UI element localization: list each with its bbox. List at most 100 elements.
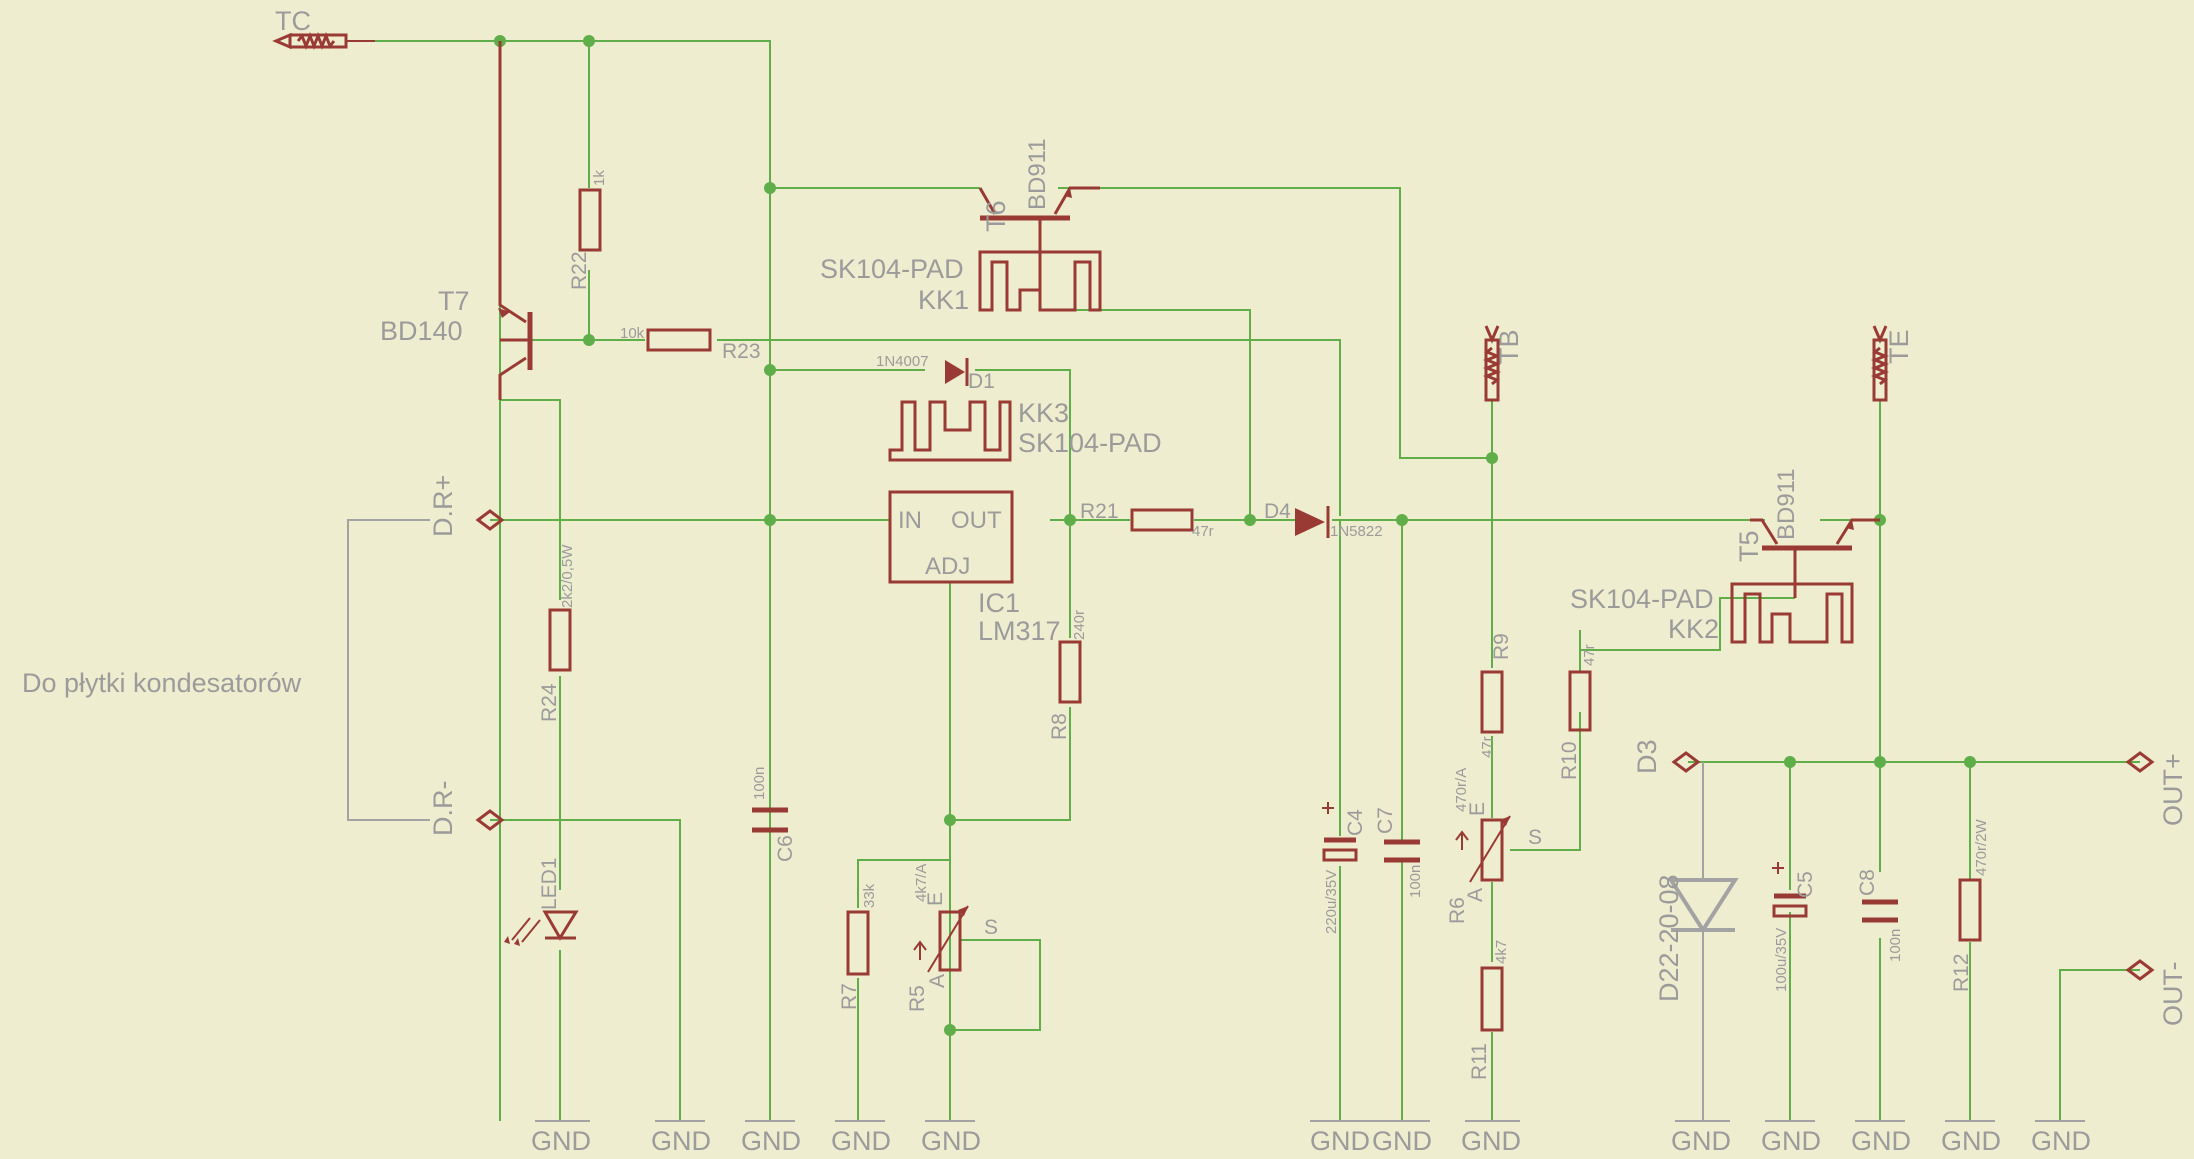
capacitor-c4 (1322, 802, 1358, 862)
ic1-pin-in: IN (898, 507, 922, 534)
kk1-package: SK104-PAD (820, 254, 964, 284)
resistor-r8 (1058, 640, 1082, 704)
c8-name: C8 (1856, 869, 1879, 896)
resistor-r21 (1130, 508, 1194, 532)
resistor-r7 (846, 910, 870, 976)
c5-name: C5 (1794, 871, 1817, 898)
caption-bracket (347, 519, 430, 821)
pad-d3[interactable] (1671, 751, 1701, 773)
r5-pin-a: A (926, 974, 949, 988)
r12-value: 470r/2W (1973, 818, 1990, 876)
ic1-pin-out: OUT (951, 507, 1002, 534)
t6-value: BD911 (1024, 138, 1051, 210)
gnd-label: GND (531, 1126, 591, 1156)
diode-d1 (945, 358, 969, 386)
label-out-plus: OUT+ (2158, 753, 2188, 826)
resistor-r22 (578, 188, 602, 252)
c4-value: 220u/35V (1323, 870, 1340, 934)
resistor-r24 (548, 608, 572, 672)
resistor-r9 (1480, 670, 1504, 734)
diode-d3 (1667, 878, 1739, 934)
r5-name: R5 (906, 985, 929, 1012)
connector-tc[interactable] (272, 31, 375, 51)
label-tc: TC (275, 6, 311, 36)
r23-name: R23 (722, 340, 761, 363)
heatsink-kk1 (978, 250, 1102, 312)
gnd-label: GND (1461, 1126, 1521, 1156)
heatsink-kk2 (1730, 582, 1854, 644)
transistor-t6 (978, 186, 1100, 294)
c7-name: C7 (1374, 807, 1397, 834)
r7-value: 33k (861, 883, 878, 908)
connector-tb[interactable] (1482, 325, 1502, 402)
label-dr-minus: D.R- (428, 781, 458, 837)
r10-name: R10 (1558, 741, 1581, 780)
r8-value: 240r (1071, 610, 1088, 640)
kk3-name: KK3 (1018, 398, 1069, 428)
c6-name: C6 (774, 835, 797, 862)
pad-out-minus[interactable] (2125, 959, 2155, 981)
r6-pin-s: S (1528, 826, 1542, 849)
t6-name: T6 (981, 200, 1011, 232)
r10-value: 47r (1581, 644, 1598, 666)
r11-name: R11 (1468, 1043, 1491, 1080)
ic1-pin-adj: ADJ (925, 553, 970, 580)
kk3-package: SK104-PAD (1018, 428, 1162, 458)
trimpot-r5 (913, 905, 969, 973)
heatsink-kk3 (888, 400, 1012, 462)
led1 (504, 910, 579, 946)
t5-name: T5 (1734, 530, 1764, 562)
transistor-t7 (498, 41, 533, 400)
r21-value: 47r (1192, 523, 1214, 540)
diode-d4 (1295, 506, 1330, 538)
r9-value: 47r (1479, 736, 1496, 758)
resistor-r11 (1480, 966, 1504, 1032)
d4-name: D4 (1264, 500, 1291, 523)
t5-value: BD911 (1773, 468, 1800, 540)
led1-name: LED1 (538, 857, 561, 910)
r24-name: R24 (538, 683, 561, 722)
gnd-label: GND (1372, 1126, 1432, 1156)
gnd-label: GND (921, 1126, 981, 1156)
r21-name: R21 (1080, 500, 1119, 523)
gnd-label: GND (1851, 1126, 1911, 1156)
transistor-t5 (1750, 518, 1880, 598)
pad-out-plus[interactable] (2125, 751, 2155, 773)
gnd-label: GND (1671, 1126, 1731, 1156)
capacitor-c7 (1384, 839, 1420, 863)
label-dr-plus: D.R+ (428, 475, 458, 537)
pad-dr-plus[interactable] (475, 509, 505, 531)
r5-pin-e: E (924, 892, 947, 906)
label-tb: TB (1494, 329, 1524, 364)
t7-value: BD140 (380, 316, 463, 346)
r6-value: 470r/A (1453, 768, 1470, 812)
kk2-package: SK104-PAD (1570, 584, 1714, 614)
ic1-body (888, 490, 1014, 584)
r24-value: 2k2/0,5W (559, 544, 576, 608)
capacitor-c6 (752, 807, 788, 833)
r23-value: 10k (620, 325, 645, 342)
r12-name: R12 (1950, 953, 1973, 992)
r6-name: R6 (1446, 897, 1469, 924)
c7-value: 100n (1407, 865, 1424, 898)
label-out-minus: OUT- (2158, 962, 2188, 1027)
pad-dr-minus[interactable] (475, 809, 505, 831)
gnd-label: GND (831, 1126, 891, 1156)
d1-name: D1 (968, 370, 995, 393)
resistor-r12 (1958, 878, 1982, 942)
resistor-r23 (646, 328, 712, 352)
gnd-label: GND (1310, 1126, 1370, 1156)
d3-value: D22-20-08 (1654, 874, 1684, 1002)
c6-value: 100n (751, 767, 768, 800)
trimpot-r6 (1455, 815, 1511, 883)
ic1-name: IC1 (978, 588, 1020, 618)
caption-text: Do płytki kondesatorów (22, 668, 302, 698)
r5-pin-s: S (984, 916, 998, 939)
r22-value: 1k (591, 170, 608, 186)
capacitor-c8 (1862, 899, 1898, 923)
connector-te[interactable] (1870, 325, 1890, 402)
r5-value: 4k7/A (913, 864, 930, 902)
kk2-name: KK2 (1668, 614, 1719, 644)
junction-dots (494, 35, 1976, 1036)
